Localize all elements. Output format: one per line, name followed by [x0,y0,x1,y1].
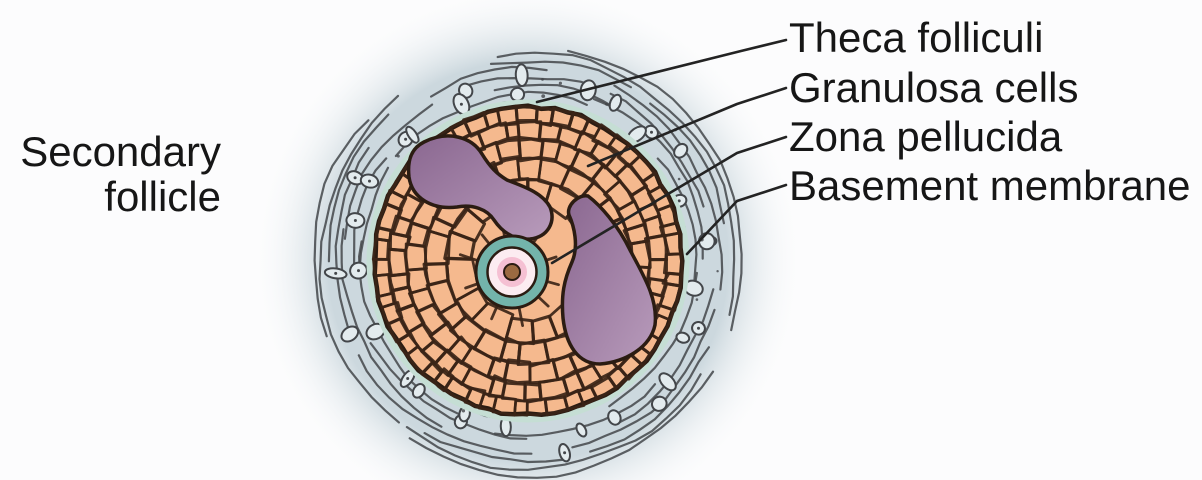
label-theca-folliculi: Theca folliculi [789,14,1043,61]
antrum-spaces [406,134,658,366]
label-granulosa-cells: Granulosa cells [789,64,1078,111]
oocyte-nucleus [503,263,521,281]
leader-line-basement-membrane [685,183,788,256]
leader-line-zona-pellucida [550,135,788,265]
label-zona-pellucida: Zona pellucida [789,113,1063,160]
label-basement-membrane: Basement membrane [789,162,1191,209]
oocyte [474,234,550,310]
figure-title-line2: follicle [104,173,221,220]
leader-line-theca-folliculi [535,38,788,104]
label-texts: Theca folliculi Granulosa cells Zona pel… [20,14,1190,220]
leader-line-granulosa-cells [586,86,788,168]
antrum-space-upper [406,134,554,241]
figure-title-line1: Secondary [20,128,221,175]
antrum-space-right [560,194,658,366]
leader-lines [535,38,788,265]
